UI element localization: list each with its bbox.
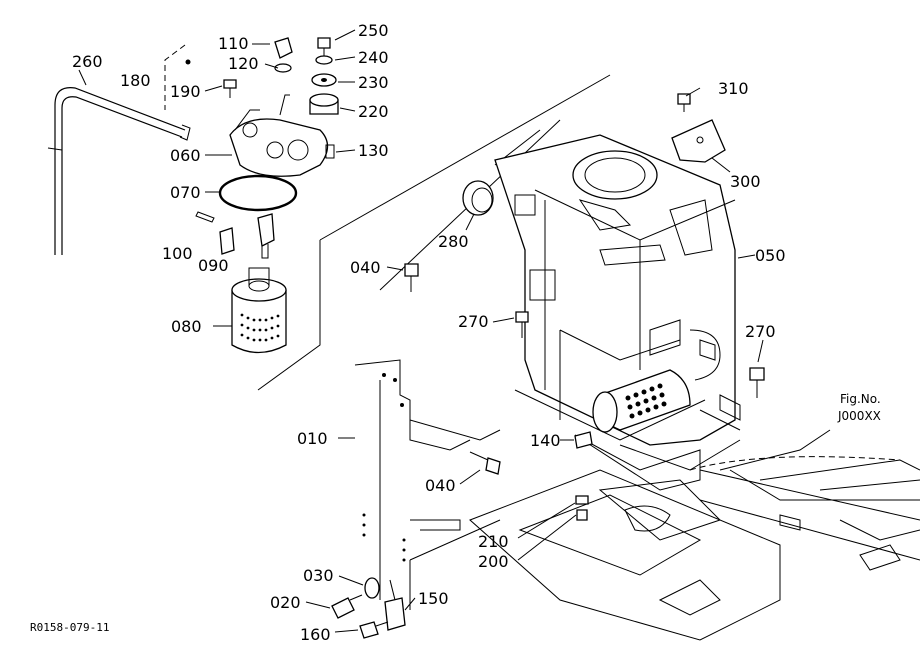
bracket-010 [354, 359, 501, 610]
label-100: 100 [162, 244, 193, 263]
label-120: 120 [228, 54, 259, 73]
label-270-left: 270 [458, 312, 489, 331]
knob-110 [274, 37, 293, 59]
washer-230 [311, 73, 337, 87]
label-050: 050 [755, 246, 786, 265]
label-030: 030 [303, 566, 334, 585]
label-110: 110 [218, 34, 249, 53]
screw-100 [195, 211, 215, 223]
bolt-160 [359, 621, 389, 639]
nut-210 [575, 495, 589, 505]
filter-head [229, 94, 329, 177]
label-020: 020 [270, 593, 301, 612]
bolt-250 [317, 37, 331, 56]
label-090: 090 [198, 256, 229, 275]
label-200: 200 [478, 552, 509, 571]
label-070: 070 [170, 183, 201, 202]
label-310: 310 [718, 79, 749, 98]
clamp-140 [574, 431, 593, 449]
label-190: 190 [170, 82, 201, 101]
label-040-upper: 040 [350, 258, 381, 277]
label-060: 060 [170, 146, 201, 165]
sensor-090 [219, 213, 275, 259]
bolt-190 [223, 79, 237, 98]
label-010: 010 [297, 429, 328, 448]
label-130: 130 [358, 141, 389, 160]
fig-no-code: J000XX [837, 409, 881, 423]
leader-lines [78, 29, 831, 633]
o-ring-120 [274, 63, 292, 73]
bolt-270-right [749, 367, 765, 398]
label-220: 220 [358, 102, 389, 121]
o-ring-070 [218, 174, 298, 212]
bolt-020 [331, 594, 363, 619]
bolt-270-left [515, 311, 529, 338]
label-230: 230 [358, 73, 389, 92]
filter-element-080 [231, 267, 287, 354]
screw-130 [325, 144, 335, 159]
tank-strainer [592, 369, 691, 433]
label-240: 240 [358, 48, 389, 67]
label-300: 300 [730, 172, 761, 191]
drawing-code: R0158-079-11 [30, 621, 109, 634]
label-270-right: 270 [745, 322, 776, 341]
machine-frame [469, 456, 920, 641]
washer-030 [364, 577, 380, 599]
grommet-280 [462, 180, 494, 216]
label-280: 280 [438, 232, 469, 251]
bracket-180 [164, 44, 186, 110]
label-040-lower: 040 [425, 476, 456, 495]
part-labels: 110 120 250 240 230 220 130 180 190 260 … [30, 21, 881, 644]
hose-260 [47, 87, 191, 255]
label-210: 210 [478, 532, 509, 551]
fuel-tank [494, 134, 741, 491]
gear-220 [309, 93, 339, 115]
bolt-310 [677, 93, 691, 112]
bolt-040-lower [469, 451, 501, 475]
label-160: 160 [300, 625, 331, 644]
washer-240 [315, 55, 333, 65]
label-180: 180 [120, 71, 151, 90]
bolt-040-upper [404, 263, 419, 292]
bolt-200 [576, 509, 588, 521]
fig-no-label: Fig.No. [840, 392, 881, 406]
label-250: 250 [358, 21, 389, 40]
label-140: 140 [530, 431, 561, 450]
label-150: 150 [418, 589, 449, 608]
bracket-150 [384, 579, 406, 631]
label-260: 260 [72, 52, 103, 71]
label-080: 080 [171, 317, 202, 336]
bracket-300 [671, 119, 726, 163]
